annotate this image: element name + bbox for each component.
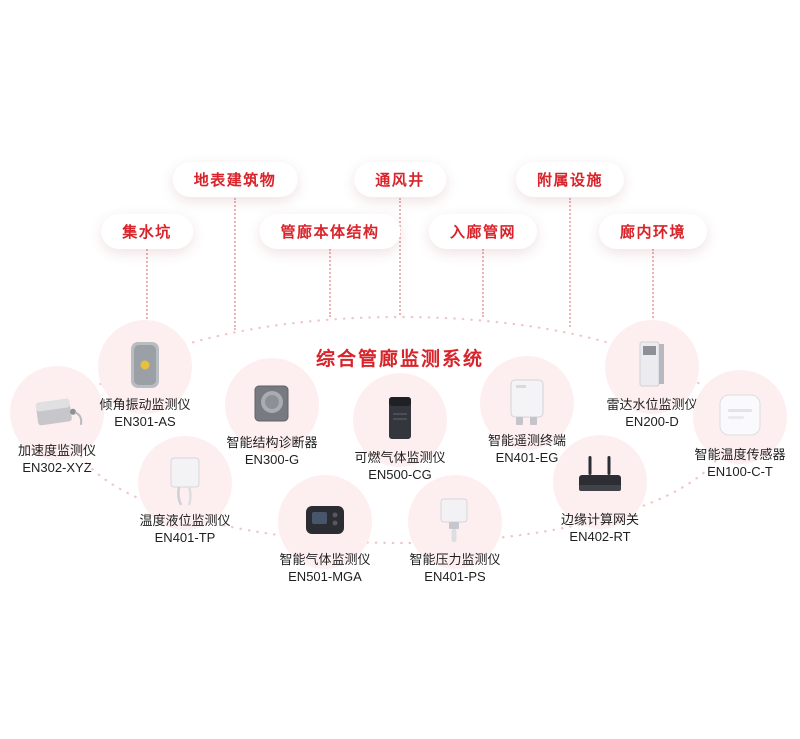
device-model: EN401-TP bbox=[154, 530, 216, 545]
category-pill-surface-buildings[interactable]: 地表建筑物 bbox=[172, 162, 298, 197]
device-node-en402-rt: 边缘计算网关 EN402-RT bbox=[535, 435, 665, 545]
connector-line-gallery-structure bbox=[329, 249, 331, 317]
device-model: EN401-EG bbox=[495, 450, 559, 465]
structure-diagnoser-device-icon bbox=[254, 385, 289, 422]
combustible-gas-device-icon bbox=[389, 397, 411, 439]
connector-line-gallery-environment bbox=[652, 249, 654, 338]
page-title: 综合管廊监测系统 bbox=[315, 349, 485, 370]
device-model: EN302-XYZ bbox=[22, 460, 92, 475]
temp-liquid-level-device-icon bbox=[170, 457, 200, 506]
device-name: 雷达水位监测仪 bbox=[606, 397, 698, 412]
device-node-en200-d: 雷达水位监测仪 EN200-D bbox=[587, 320, 717, 430]
smart-gas-device-icon bbox=[306, 506, 344, 534]
telemetry-terminal-device-icon bbox=[510, 379, 544, 425]
device-name: 温度液位监测仪 bbox=[139, 513, 231, 528]
device-name: 智能温度传感器 bbox=[694, 447, 786, 462]
device-name: 智能结构诊断器 bbox=[226, 435, 318, 450]
device-name: 可燃气体监测仪 bbox=[354, 450, 446, 465]
device-name: 边缘计算网关 bbox=[560, 512, 639, 527]
device-node-en501-mga: 智能气体监测仪 EN501-MGA bbox=[260, 475, 390, 585]
device-node-en301-as: 倾角振动监测仪 EN301-AS bbox=[80, 320, 210, 430]
device-name: 智能遥测终端 bbox=[487, 433, 566, 448]
device-model: EN401-PS bbox=[424, 569, 486, 584]
device-node-en401-tp: 温度液位监测仪 EN401-TP bbox=[120, 436, 250, 546]
category-pill-gallery-environment[interactable]: 廊内环境 bbox=[598, 214, 708, 249]
category-pill-pipeline-network[interactable]: 入廊管网 bbox=[428, 214, 538, 249]
device-name: 倾角振动监测仪 bbox=[99, 397, 191, 412]
device-node-en302-xyz: 加速度监测仪 EN302-XYZ bbox=[0, 366, 122, 476]
device-node-en401-ps: 智能压力监测仪 EN401-PS bbox=[390, 475, 520, 585]
connector-line-ventilation-shaft bbox=[399, 198, 401, 315]
device-model: EN402-RT bbox=[569, 529, 631, 544]
temperature-sensor-device-icon bbox=[719, 394, 761, 436]
device-name: 加速度监测仪 bbox=[17, 443, 96, 458]
connector-line-auxiliary-facilities bbox=[569, 198, 571, 327]
connector-line-sump-pit bbox=[146, 249, 148, 335]
device-model: EN300-G bbox=[244, 452, 300, 467]
category-pill-sump-pit[interactable]: 集水坑 bbox=[101, 214, 193, 249]
pressure-monitor-device-icon bbox=[440, 498, 468, 542]
connector-line-pipeline-network bbox=[482, 249, 484, 317]
connector-line-surface-buildings bbox=[234, 198, 236, 330]
device-name: 智能气体监测仪 bbox=[279, 552, 371, 567]
device-model: EN100-C-T bbox=[707, 464, 773, 479]
device-model: EN500-CG bbox=[368, 467, 432, 482]
device-model: EN501-MGA bbox=[288, 569, 362, 584]
category-pill-ventilation-shaft[interactable]: 通风井 bbox=[354, 162, 446, 197]
device-name: 智能压力监测仪 bbox=[409, 552, 501, 567]
device-node-en500-cg: 可燃气体监测仪 EN500-CG bbox=[335, 373, 465, 483]
device-node-en300-g: 智能结构诊断器 EN300-G bbox=[207, 358, 337, 468]
category-pill-auxiliary-facilities[interactable]: 附属设施 bbox=[515, 162, 625, 197]
device-model: EN200-D bbox=[625, 414, 679, 429]
device-model: EN301-AS bbox=[114, 414, 176, 429]
tilt-vibration-device-icon bbox=[131, 342, 159, 388]
device-node-en401-eg: 智能遥测终端 EN401-EG bbox=[462, 356, 592, 466]
category-pill-gallery-structure[interactable]: 管廊本体结构 bbox=[259, 214, 401, 249]
accelerometer-device-icon bbox=[35, 398, 83, 426]
radar-level-device-icon bbox=[639, 341, 664, 387]
device-node-en100-c-t: 智能温度传感器 EN100-C-T bbox=[675, 370, 800, 480]
edge-gateway-device-icon bbox=[579, 456, 621, 491]
